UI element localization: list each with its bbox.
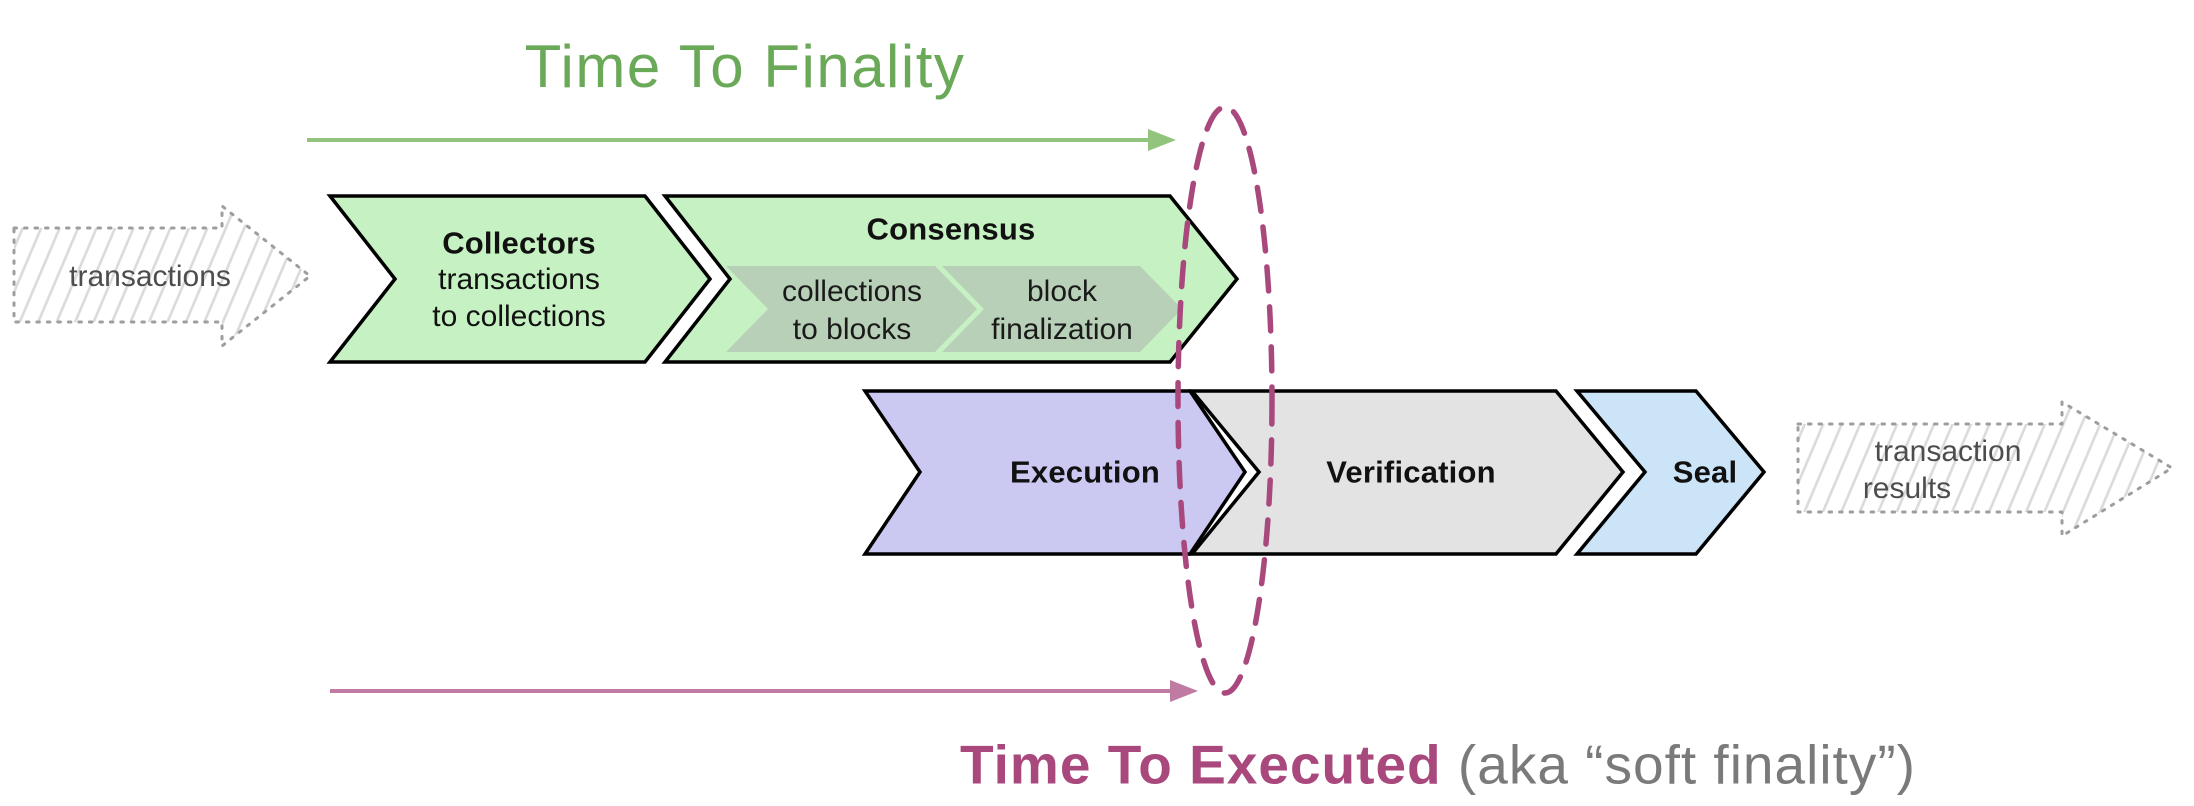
collectors-line1: transactions (438, 263, 600, 296)
collections-to-blocks-line2: to blocks (792, 313, 912, 346)
collectors-title: Collectors (442, 225, 596, 261)
collections-to-blocks-line1: collections (781, 275, 923, 308)
transaction-results-label-line2: results (1862, 472, 1952, 505)
transactions-input-arrow (12, 204, 312, 348)
block-finalization-subchevron (942, 266, 1182, 352)
transaction-results-output-arrow (1796, 400, 2174, 538)
collectors-chevron (326, 194, 713, 364)
time-to-executed-caption: Time To Executed (aka “soft finality”) (960, 737, 1916, 793)
transaction-results-label-line1: transaction (1874, 435, 2022, 468)
soft-finality-text: (aka “soft finality”) (1457, 733, 1916, 796)
transactions-input-label: transactions (69, 260, 231, 293)
seal-title: Seal (1672, 454, 1738, 490)
seal-chevron (1573, 389, 1767, 556)
block-finalization-line2: finalization (991, 313, 1133, 346)
collections-to-blocks-subchevron (726, 266, 977, 352)
block-finalization-line1: block (1026, 275, 1098, 308)
verification-title: Verification (1326, 454, 1496, 490)
collectors-line2: to collections (432, 300, 606, 333)
consensus-title: Consensus (866, 211, 1036, 247)
execution-title: Execution (1010, 454, 1160, 490)
time-to-executed-text: Time To Executed (960, 733, 1442, 796)
time-to-finality-title: Time To Finality (524, 33, 966, 100)
finality-timeline-arrow (307, 129, 1176, 151)
